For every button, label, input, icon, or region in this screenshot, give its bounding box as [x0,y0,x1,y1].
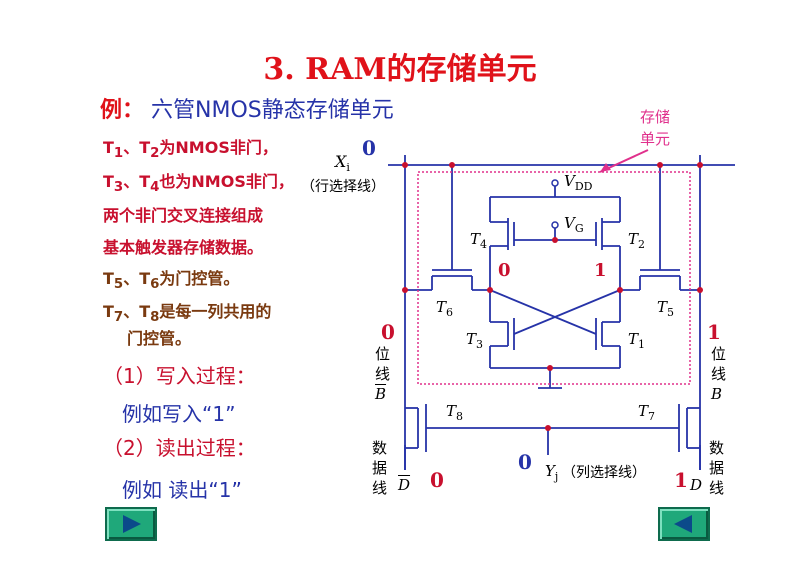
t1-label: T1 [628,330,646,351]
t8-label: T8 [446,402,464,423]
t4-label: T4 [470,230,488,251]
storage-cell-label: 存储 单元 [640,108,671,148]
row-select-desc: （行选择线） [301,179,385,195]
vg-label: VG [564,214,584,235]
dataline-right-value: 1 [674,468,688,492]
t2-label: T2 [628,230,646,251]
row-select-value: 0 [362,136,376,160]
subtitle-text: 六管NMOS静态存储单元 [151,98,394,123]
t5-label: T5 [657,298,675,319]
dataline-left-label: 数 据 线 [372,439,388,497]
note-line-4: 基本触发器存储数据。 [103,238,264,257]
dataline-left-name: D [398,476,411,494]
dataline-left-value: 0 [430,468,444,492]
left-arrow-icon [674,515,692,533]
write-example: 例如写入“1” [122,402,236,426]
page-title: 3. RAM的存储单元 [263,52,537,87]
t3-label: T3 [466,330,484,351]
note-line-2: T3、T4也为NMOS非门， [103,172,294,196]
vdd-label: VDD [564,172,593,193]
note-line-5: T5、T6为门控管。 [103,269,240,293]
node-left-value: 0 [498,260,511,281]
subtitle: 例： 六管NMOS静态存储单元 [100,92,394,124]
bitline-right-value: 1 [707,320,721,344]
storage-cell-boundary [417,171,691,385]
note-line-1: T1、T2为NMOS非门， [103,138,278,162]
column-select-name: Yj [545,462,559,483]
t7-label: T7 [638,402,656,423]
read-process-title: （2）读出过程： [103,436,256,460]
previous-slide-button[interactable] [658,507,710,541]
bitline-left-value: 0 [381,320,395,344]
dataline-right-name: D [690,476,703,494]
row-select-name: Xi [335,152,350,175]
bitline-right-label: 位 线 B [711,345,727,403]
column-select-desc: （列选择线） [562,465,646,481]
subtitle-prefix: 例： [100,98,145,123]
node-right-value: 1 [594,260,607,281]
right-arrow-icon [123,515,141,533]
note-line-7: 门控管。 [127,329,192,348]
t6-label: T6 [436,298,454,319]
column-select-value: 0 [518,450,532,474]
note-line-3: 两个非门交叉连接组成 [103,206,264,225]
write-process-title: （1）写入过程： [103,364,256,388]
next-slide-button[interactable] [105,507,157,541]
read-example: 例如 读出“1” [122,478,242,502]
dataline-right-label: 数 据 线 [709,439,725,497]
note-line-6: T7、T8是每一列共用的 [103,302,272,326]
bitline-left-label: 位 线 B [375,345,391,403]
